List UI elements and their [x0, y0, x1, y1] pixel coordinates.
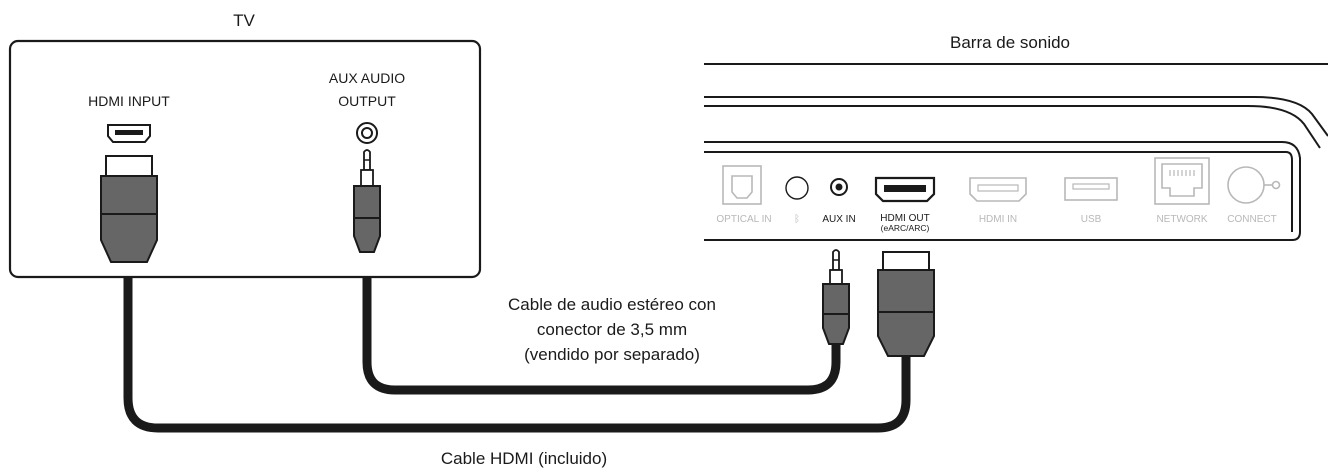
- tv-audio-plug: [353, 149, 381, 253]
- connect-button-icon: [1227, 166, 1281, 204]
- connect-label: CONNECT: [1227, 214, 1276, 225]
- hdmi-out-label-1: HDMI OUT: [880, 213, 929, 224]
- hdmi-cable: [123, 257, 911, 433]
- optical-in-port-icon: [722, 165, 762, 205]
- audio-cable-caption-3: (vendido por separado): [524, 345, 700, 364]
- hdmi-cable-caption: Cable HDMI (incluido): [441, 449, 607, 468]
- hdmi-in-label: HDMI IN: [979, 214, 1017, 225]
- soundbar-hdmi-plug: [877, 251, 935, 357]
- bluetooth-icon: ᛒ: [794, 214, 800, 225]
- aux-output-label-2: OUTPUT: [338, 93, 396, 109]
- hdmi-out-port-icon: [874, 176, 936, 203]
- network-port-icon: [1154, 157, 1210, 205]
- soundbar-body: [704, 63, 1328, 241]
- audio-cable-caption-2: conector de 3,5 mm: [537, 320, 687, 339]
- hdmi-input-label: HDMI INPUT: [88, 93, 170, 109]
- audio-cable-caption-1: Cable de audio estéreo con: [508, 295, 716, 314]
- tv-aux-port-icon: [356, 122, 378, 144]
- audio-cable: [362, 247, 841, 395]
- soundbar-audio-plug: [822, 249, 850, 345]
- aux-output-label-1: AUX AUDIO: [329, 70, 405, 86]
- usb-label: USB: [1081, 214, 1102, 225]
- hdmi-in-port-icon: [969, 177, 1027, 202]
- soundbar-title: Barra de sonido: [950, 33, 1070, 52]
- tv-panel: [8, 39, 482, 279]
- hdmi-out-label-2: (eARC/ARC): [881, 223, 930, 233]
- tv-title: TV: [233, 11, 255, 30]
- usb-port-icon: [1064, 177, 1118, 201]
- tv-hdmi-port-icon: [107, 124, 151, 143]
- aux-in-label: AUX IN: [822, 214, 855, 225]
- network-label: NETWORK: [1156, 214, 1207, 225]
- aux-in-port-icon: [830, 178, 848, 196]
- optical-in-label: OPTICAL IN: [716, 214, 771, 225]
- bluetooth-port-icon: [785, 176, 809, 200]
- tv-hdmi-plug: [100, 155, 158, 263]
